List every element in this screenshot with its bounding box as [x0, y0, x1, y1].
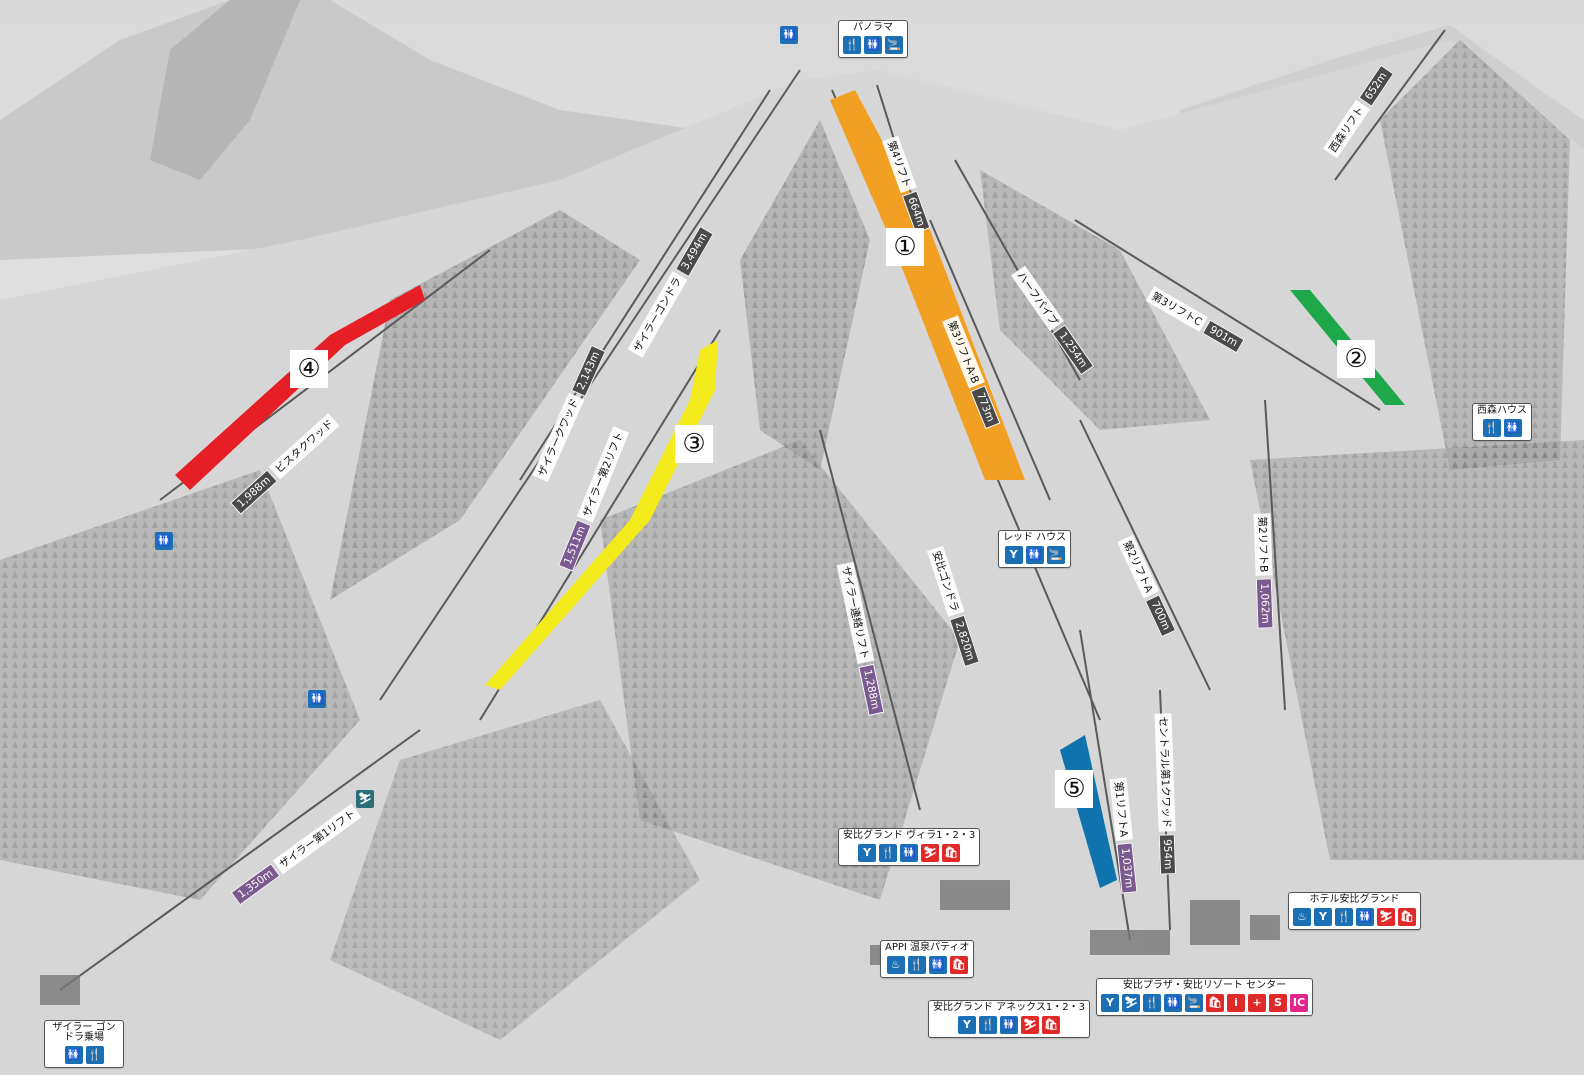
course-marker-4[interactable]: ④ [290, 350, 328, 388]
course-marker-1[interactable]: ① [886, 228, 924, 266]
restaurant-icon: 🍴 [1143, 994, 1161, 1012]
meal-icon: Y [957, 1016, 976, 1034]
toilet-icon: 🚻 [1503, 419, 1522, 437]
shop-icon: 🛍 [1206, 994, 1224, 1012]
meal-icon: Y [858, 844, 877, 862]
meal-icon: Y [1004, 546, 1023, 564]
toilet-icon: 🚻 [780, 26, 798, 44]
meal-icon: Y [1101, 994, 1119, 1012]
restaurant-icon: 🍴 [1335, 908, 1353, 926]
forest-8 [330, 700, 700, 1040]
toilet-icon: 🚻 [864, 36, 882, 54]
facility-panorama[interactable]: パノラマ 🍴🚻🚬 [838, 20, 908, 58]
far-mountain-left-shade [150, 0, 300, 180]
ski-school-icon: ⛷ [1122, 994, 1140, 1012]
toilet-icon: 🚻 [1164, 994, 1182, 1012]
restaurant-icon: 🍴 [85, 1046, 104, 1064]
restaurant-icon: 🍴 [1482, 419, 1501, 437]
restaurant-icon: 🍴 [907, 956, 926, 974]
lift-length: 1,062m [1256, 578, 1275, 629]
facility-grand-villa[interactable]: 安比グランド ヴィラ1・2・3 Y🍴🚻⛷🛍 [838, 828, 981, 866]
info-icon: i [1227, 994, 1245, 1012]
rental-icon: ⛷ [1020, 1016, 1039, 1034]
facility-name: パノラマ [853, 22, 893, 33]
facility-grand-annex[interactable]: 安比グランド アネックス1・2・3 Y🍴🚻⛷🛍 [928, 1000, 1090, 1038]
forest-6 [600, 440, 960, 900]
meal-icon: Y [1314, 908, 1332, 926]
toilet-icon: 🚻 [900, 844, 919, 862]
forest-4 [1380, 40, 1570, 470]
toilet-icon: 🚻 [999, 1016, 1018, 1034]
facility-name: ザイラー ゴンドラ乗場 [52, 1022, 116, 1043]
forest-3 [980, 170, 1210, 430]
facility-name: レッド ハウス [1003, 532, 1067, 543]
smoking-icon: 🚬 [885, 36, 903, 54]
toilet-icon: 🚻 [155, 532, 173, 550]
facility-name: APPI 温泉パティオ [885, 942, 970, 953]
toilet-icon: 🚻 [1356, 908, 1374, 926]
village [40, 880, 1280, 1005]
facility-name: 西森ハウス [1477, 405, 1527, 416]
shop-icon: 🛍 [1398, 908, 1416, 926]
restaurant-icon: 🍴 [978, 1016, 997, 1034]
toilet-icon: 🚻 [928, 956, 947, 974]
lift-length: 954m [1159, 833, 1177, 875]
facility-name: 安比グランド アネックス1・2・3 [933, 1002, 1085, 1013]
shop-icon: 🛍 [1041, 1016, 1060, 1034]
facility-red-house[interactable]: レッド ハウス Y🚻🚬 [998, 530, 1072, 568]
facility-name: 安比プラザ・安比リゾート センター [1122, 980, 1287, 991]
forest-2 [740, 120, 870, 470]
first-aid-icon: + [1248, 994, 1266, 1012]
ski-patrol-icon: S [1269, 994, 1287, 1012]
course-marker-2[interactable]: ② [1337, 340, 1375, 378]
course-4-band [175, 285, 425, 490]
shop-icon: 🛍 [942, 844, 961, 862]
onsen-icon: ♨ [1293, 908, 1311, 926]
restaurant-icon: 🍴 [879, 844, 898, 862]
facility-nishimori-house[interactable]: 西森ハウス 🍴🚻 [1472, 403, 1532, 441]
onsen-icon: ♨ [886, 956, 905, 974]
facility-name: ホテル安比グランド [1309, 894, 1400, 905]
facility-onsen-patio[interactable]: APPI 温泉パティオ ♨🍴🚻🛍 [880, 940, 975, 978]
facility-zailer-gondola-station[interactable]: ザイラー ゴンドラ乗場 🚻🍴 [44, 1020, 124, 1068]
rental-icon: ⛷ [1377, 908, 1395, 926]
forest-5 [0, 470, 360, 900]
toilet-icon: 🚻 [64, 1046, 83, 1064]
rental-icon: ⛷ [921, 844, 940, 862]
course-marker-5[interactable]: ⑤ [1055, 770, 1093, 808]
school-icon: ⛷ [356, 790, 374, 808]
facility-name: 安比グランド ヴィラ1・2・3 [843, 830, 976, 841]
toilet-icon: 🚻 [308, 690, 326, 708]
facility-hotel-appi-grand[interactable]: ホテル安比グランド ♨Y🍴🚻⛷🛍 [1288, 892, 1421, 930]
forest-7 [1250, 440, 1584, 860]
toilet-icon: 🚻 [1025, 546, 1044, 564]
smoking-icon: 🚬 [1185, 994, 1203, 1012]
shop-icon: 🛍 [949, 956, 968, 974]
lift-name: 第2リフトB [1253, 513, 1273, 576]
ic-ticket-icon: IC [1290, 994, 1308, 1012]
restaurant-icon: 🍴 [843, 36, 861, 54]
course-marker-3[interactable]: ③ [675, 425, 713, 463]
smoking-icon: 🚬 [1046, 546, 1065, 564]
